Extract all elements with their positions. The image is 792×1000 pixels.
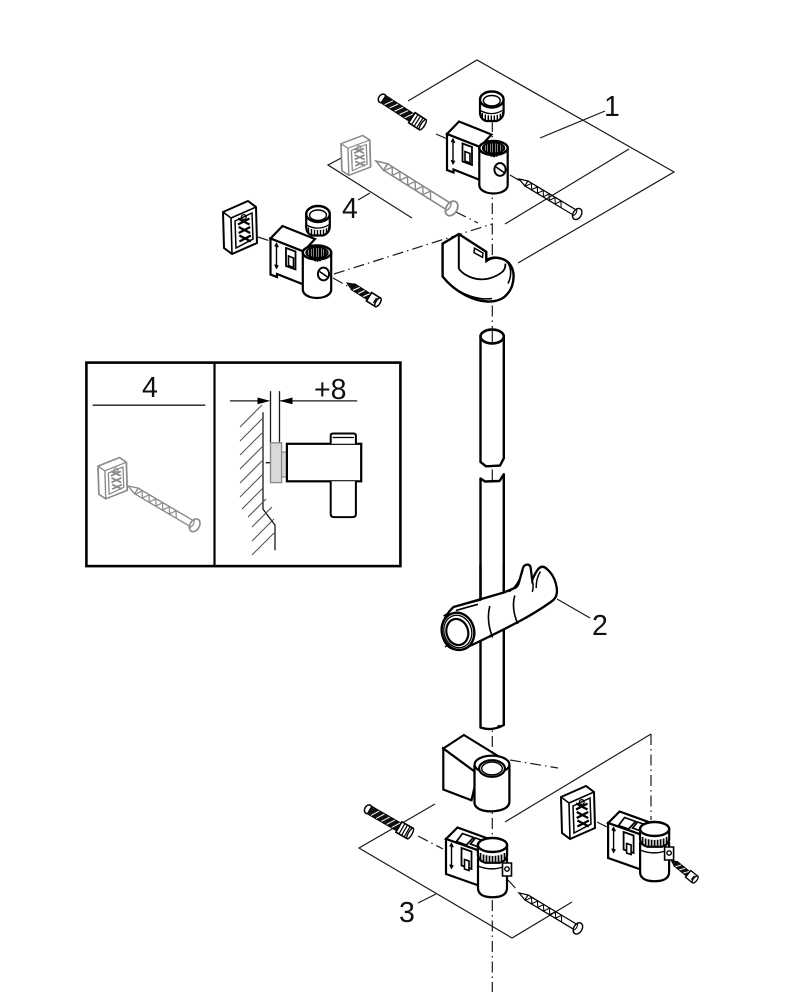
svg-text:1: 1: [604, 91, 620, 123]
svg-text:+8: +8: [314, 374, 347, 406]
svg-text:4: 4: [142, 372, 158, 404]
svg-text:2: 2: [592, 610, 608, 642]
svg-text:3: 3: [399, 897, 415, 929]
svg-text:4: 4: [342, 193, 358, 225]
